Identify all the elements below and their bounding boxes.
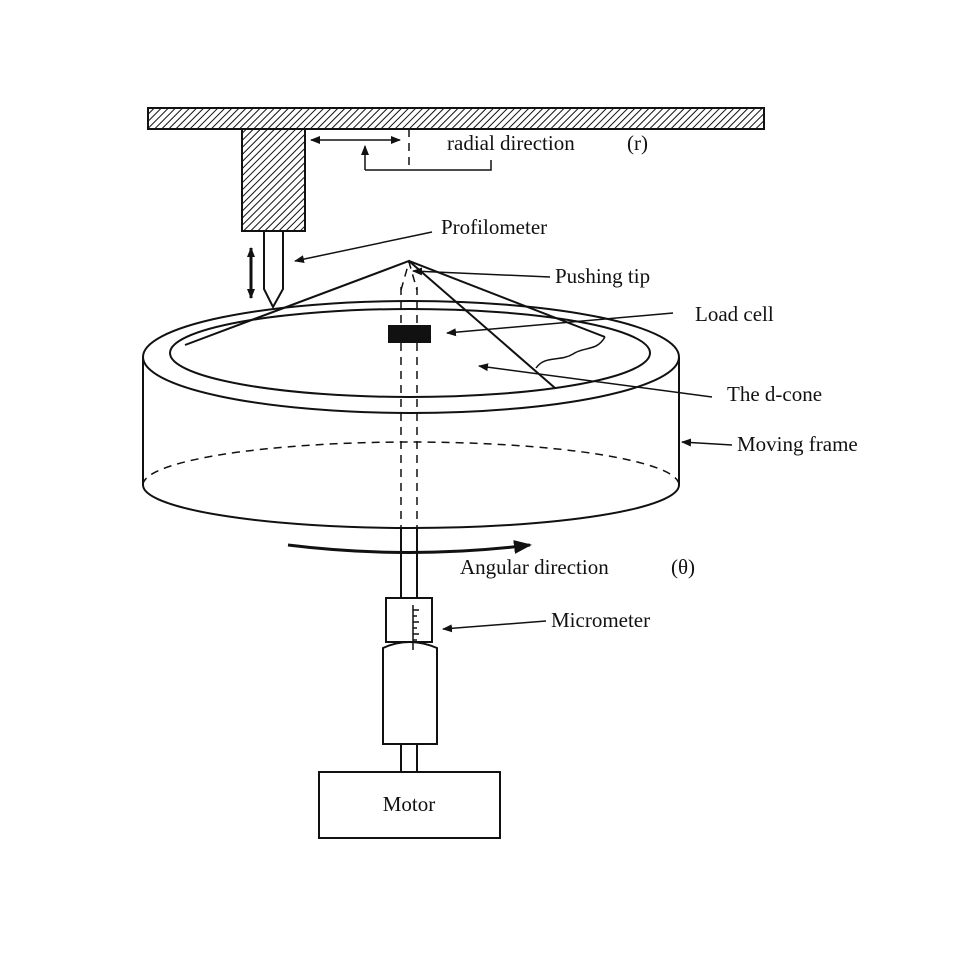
profilometer-leader: [294, 231, 433, 264]
radial-direction-label: radial direction: [447, 131, 575, 155]
motor-label: Motor: [383, 792, 436, 816]
micrometer-label: Micrometer: [551, 608, 650, 632]
angular-direction-arrow: [287, 540, 532, 554]
profilometer-probe: [263, 231, 284, 310]
moving-frame-bottom-back: [142, 441, 680, 486]
moving-frame-bottom-front: [142, 484, 680, 529]
micrometer-leader: [442, 620, 547, 633]
load-cell-leader: [446, 312, 674, 337]
angular-symbol-label: (θ): [671, 555, 695, 579]
micrometer-sleeve: [385, 597, 433, 643]
profilometer-label: Profilometer: [441, 215, 547, 239]
micrometer-thimble: [382, 641, 438, 745]
moving-frame-inner-rim: [168, 308, 652, 398]
angular-direction-label: Angular direction: [460, 555, 609, 579]
load-cell-label: Load cell: [695, 302, 774, 326]
moving-frame-label: Moving frame: [737, 432, 858, 456]
d-cone-fold-line: [408, 260, 556, 389]
d-cone-label: The d-cone: [727, 382, 822, 406]
d-cone-leader: [478, 363, 713, 398]
d-cone-wavy-edge: [535, 336, 606, 369]
load-cell: [388, 325, 431, 343]
radial-symbol-label: (r): [627, 131, 648, 155]
ceiling-plate: [147, 107, 765, 130]
moving-frame-leader: [681, 438, 733, 447]
pushing-tip-dashed: [400, 259, 418, 291]
pushing-tip-label: Pushing tip: [555, 264, 650, 288]
profilometer-body: [241, 128, 306, 232]
pushing-tip-leader: [412, 267, 551, 278]
radial-reference-bracket: [365, 160, 492, 171]
motor-box: [318, 771, 501, 839]
